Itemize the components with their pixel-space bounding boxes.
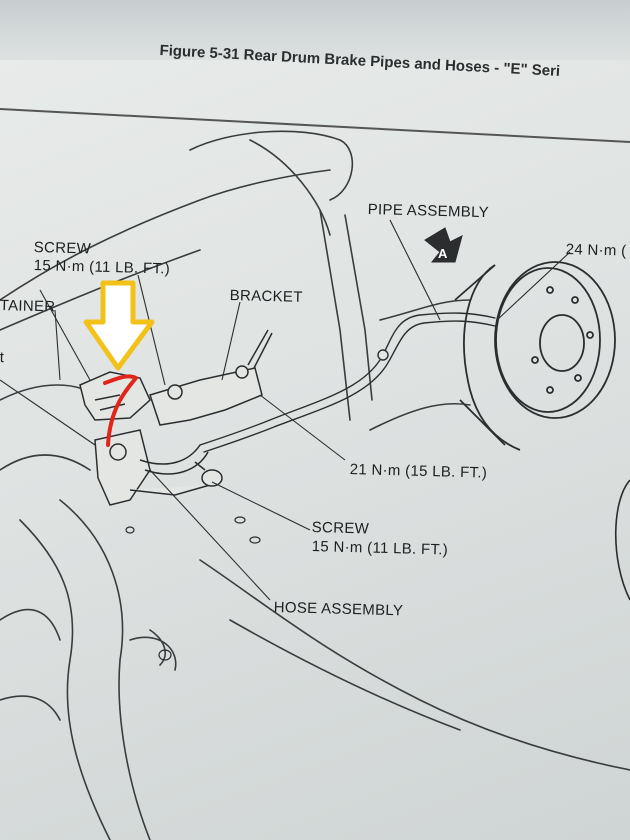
- left-cut-label: t: [0, 348, 5, 367]
- leader-lines: [0, 219, 571, 601]
- pipe-assembly-label: PIPE ASSEMBLY: [367, 200, 490, 222]
- retainer-label: TAINER: [0, 296, 56, 316]
- view-arrow-icon: [424, 227, 463, 263]
- screw-bottom-torque: 15 N·m (11 LB. FT.): [311, 537, 449, 559]
- pipe-fitting: [377, 349, 389, 361]
- bracket-label: BRACKET: [229, 286, 303, 306]
- brake-pipe: [199, 312, 496, 453]
- hose-bracket: [94, 429, 211, 506]
- torque-right-label: 24 N·m (: [565, 240, 627, 260]
- wheel-edge: [614, 479, 630, 601]
- red-pen-mark: [103, 374, 138, 447]
- bottom-screw: [194, 461, 223, 487]
- view-marker-label: A: [438, 246, 448, 261]
- brake-drum: [454, 261, 616, 451]
- hose-assembly-label: HOSE ASSEMBLY: [273, 598, 404, 620]
- bracket-bolt: [247, 329, 273, 369]
- page-shadow-band: [0, 0, 630, 60]
- chassis-lines: [0, 130, 630, 840]
- screw-bottom-label: SCREW: [311, 518, 370, 538]
- frame-holes: [125, 516, 261, 661]
- torque-mid-label: 21 N·m (15 LB. FT.): [349, 460, 488, 482]
- bracket-plate: [149, 365, 263, 426]
- screw-top-torque: 15 N·m (11 LB. FT.): [33, 256, 171, 278]
- brake-hose: [139, 444, 209, 475]
- highlight-arrow-icon: [83, 280, 155, 371]
